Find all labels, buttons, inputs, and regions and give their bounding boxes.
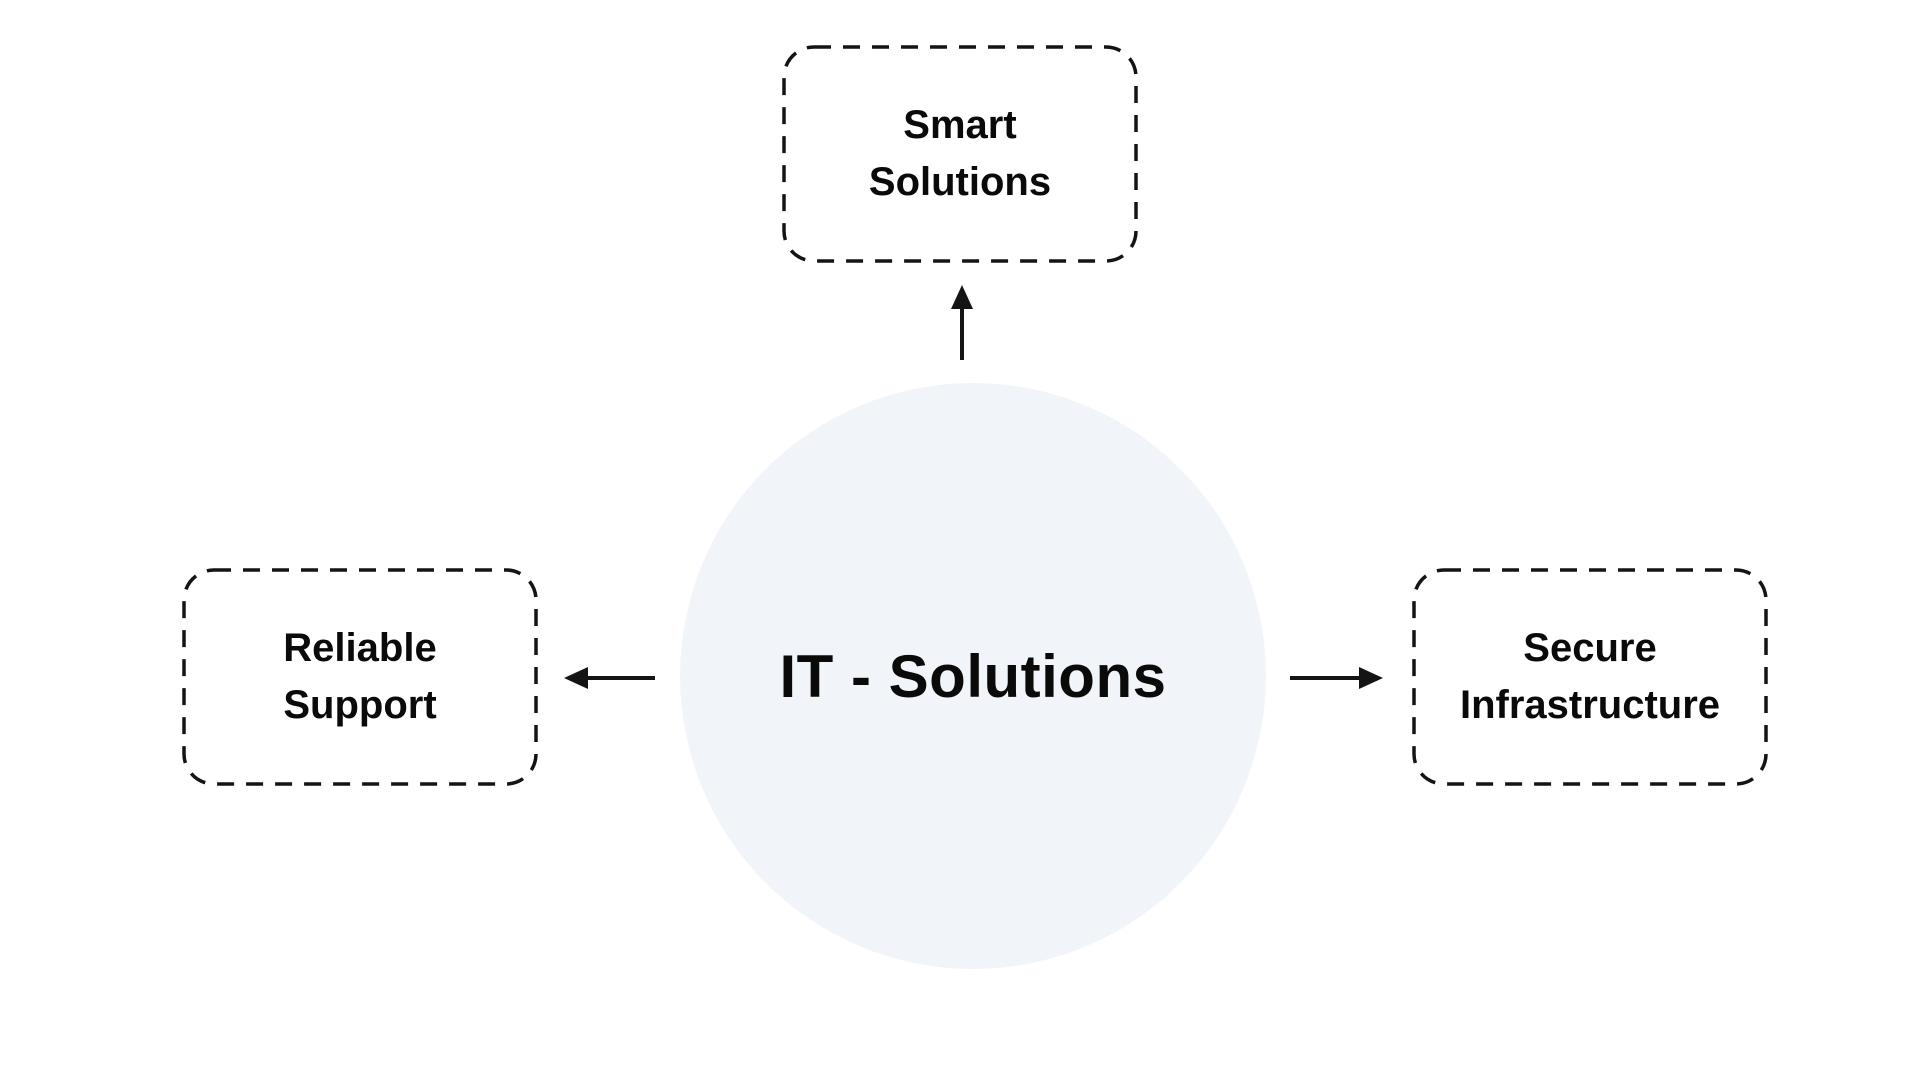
dashed-border	[782, 45, 1138, 263]
arrow-up-head	[951, 285, 973, 309]
center-node-label: IT - Solutions	[779, 642, 1167, 710]
arrow-up	[951, 285, 973, 360]
arrow-right-head	[1359, 667, 1383, 689]
center-node-circle	[680, 383, 1266, 969]
node-reliable-support-label: Reliable Support	[283, 626, 437, 727]
center-node: IT - Solutions	[680, 383, 1266, 969]
arrow-right	[1290, 667, 1383, 689]
dashed-border-rect	[782, 45, 1138, 263]
arrow-left	[564, 667, 655, 689]
node-secure-infrastructure-label: Secure Infrastructure	[1459, 626, 1721, 727]
dashed-border-rect	[1412, 568, 1768, 786]
dashed-border-rect	[182, 568, 538, 786]
dashed-border	[182, 568, 538, 786]
dashed-border	[1412, 568, 1768, 786]
arrow-left-head	[564, 667, 588, 689]
node-smart-solutions-label: Smart Solutions	[868, 103, 1052, 204]
center-node-shape	[680, 383, 1266, 969]
node-reliable-support: Reliable Support	[182, 568, 538, 786]
node-smart-solutions: Smart Solutions	[782, 45, 1138, 263]
node-secure-infrastructure: Secure Infrastructure	[1412, 568, 1768, 786]
